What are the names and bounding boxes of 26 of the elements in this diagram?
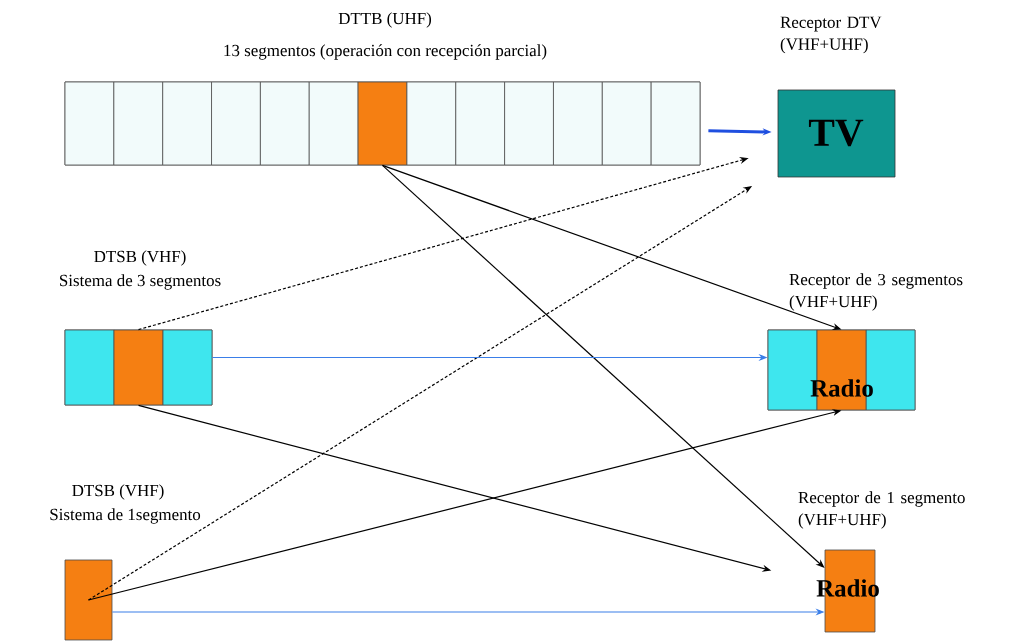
segment-box: [162, 81, 212, 166]
heading: 13 segmentos (operación con recepción parcial): [224, 44, 547, 60]
segment-box: [64, 81, 115, 166]
segment-box: [113, 81, 164, 166]
segment-box: [308, 81, 359, 166]
heading: DTTB (UHF): [338, 12, 432, 28]
segment-box: [357, 81, 408, 166]
receiver-label: TV: [808, 119, 864, 147]
segment-box: [601, 81, 652, 166]
heading: DTSB (VHF): [94, 250, 186, 266]
heading: Sistema de 3 segmentos: [60, 274, 221, 290]
heading: Sistema de 1segmento: [50, 508, 201, 524]
segment-box: [64, 329, 115, 406]
segment-box: [211, 81, 261, 166]
heading: Receptor de 3 segmentos (VHF+UHF): [789, 273, 963, 311]
segment-box: [113, 329, 164, 406]
segment-box: [504, 81, 554, 166]
segment-box: [260, 81, 310, 166]
segment-box: [455, 81, 505, 166]
segment-box: [650, 81, 701, 166]
heading: DTSB (VHF): [72, 484, 164, 500]
heading: Receptor DTV (VHF+UHF): [780, 16, 882, 54]
segment-box: [553, 81, 603, 166]
segment-box: [162, 329, 213, 406]
segment-box: [406, 81, 457, 166]
heading: Receptor de 1 segmento (VHF+UHF): [798, 491, 965, 529]
